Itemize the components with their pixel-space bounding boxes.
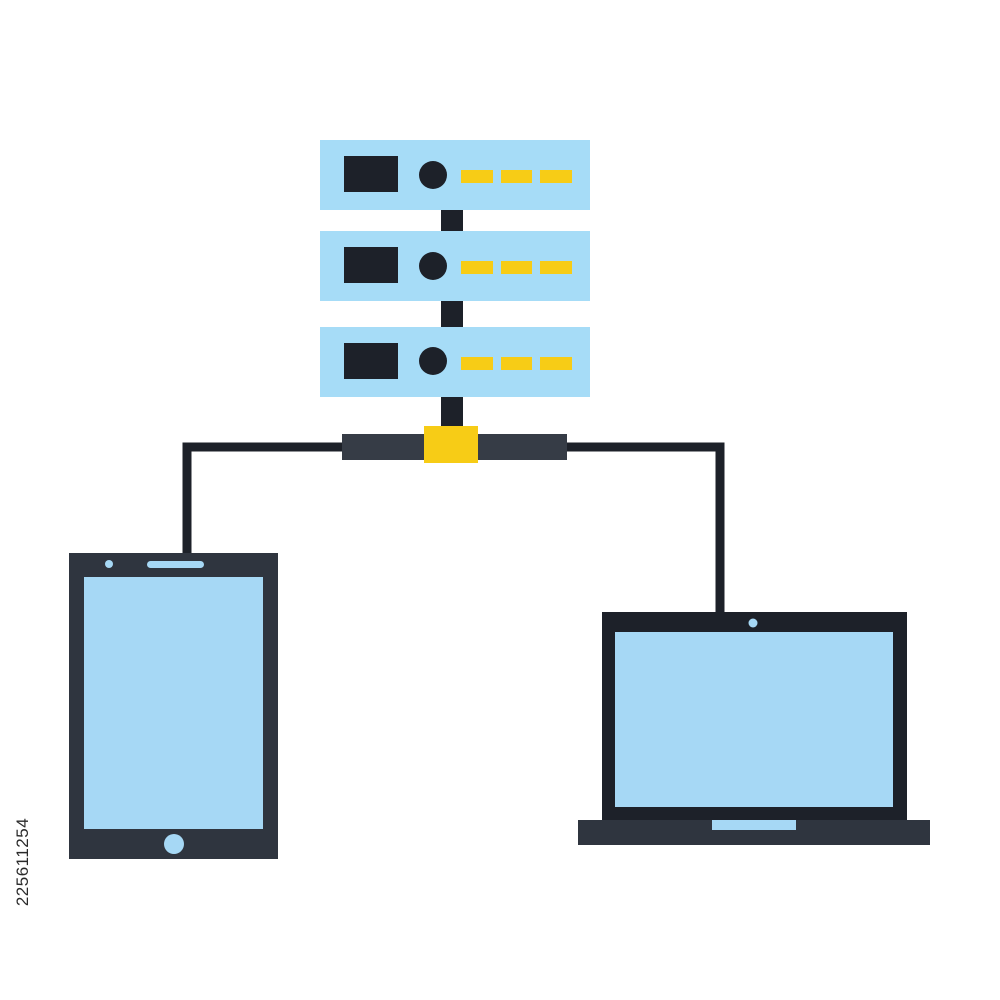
status-led <box>501 170 532 183</box>
tablet-screen <box>84 577 263 829</box>
status-led <box>461 357 493 370</box>
status-led <box>540 261 572 274</box>
drive-bay <box>344 343 398 379</box>
status-led <box>501 357 532 370</box>
status-led <box>540 357 572 370</box>
cable-sleeve-left <box>342 434 430 460</box>
power-button-icon <box>419 252 447 280</box>
tablet-home-button <box>164 834 184 854</box>
laptop-screen <box>615 632 893 807</box>
status-led <box>540 170 572 183</box>
stock-image-id-text: 225611254 <box>13 817 32 907</box>
server-unit <box>320 231 590 301</box>
tablet-device-icon <box>69 553 278 859</box>
laptop-device-icon <box>578 612 930 845</box>
power-button-icon <box>419 161 447 189</box>
drive-bay <box>344 247 398 283</box>
server-unit <box>320 140 590 210</box>
network-hub-connector-icon <box>342 426 567 463</box>
server-rack-icon <box>320 140 590 397</box>
status-led <box>461 261 493 274</box>
tablet-camera <box>105 560 113 568</box>
drive-bay <box>344 156 398 192</box>
hub-connector <box>424 426 478 463</box>
cable-sleeve-right <box>475 434 567 460</box>
status-led <box>501 261 532 274</box>
status-led <box>461 170 493 183</box>
cable-to-laptop <box>565 442 725 612</box>
cable-to-tablet <box>182 442 345 553</box>
server-unit <box>320 327 590 397</box>
laptop-webcam <box>748 618 758 628</box>
power-button-icon <box>419 347 447 375</box>
laptop-touchpad-notch <box>712 820 796 830</box>
tablet-speaker <box>147 561 204 568</box>
